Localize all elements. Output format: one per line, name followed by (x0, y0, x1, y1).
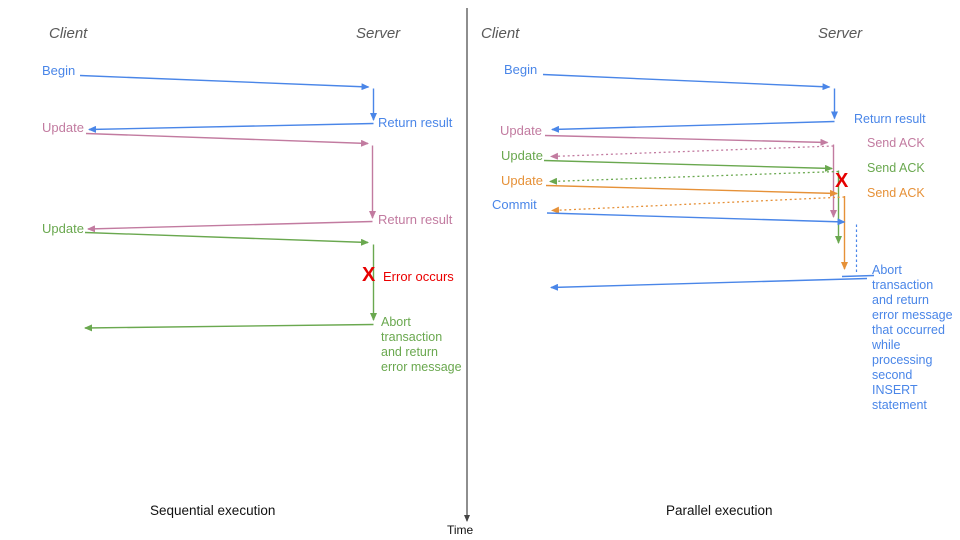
left-update1-request-arrow (85, 132, 369, 147)
right-begin-request-arrow (542, 73, 831, 91)
right-update-2-label: Update (501, 148, 543, 163)
right-update2-request-arrow (543, 159, 833, 172)
right-error-x-icon: X (835, 170, 849, 192)
left-abort-message: Abort transaction and return error messa… (381, 315, 462, 374)
right-update-1-label: Update (500, 123, 542, 138)
right-commit-label: Commit (492, 197, 537, 212)
left-server-header: Server (356, 25, 401, 42)
left-abort-return-arrow (84, 323, 374, 332)
right-send-ack-3-label: Send ACK (867, 186, 925, 200)
right-ack1-return-arrow (550, 145, 834, 160)
right-abort-event-line (841, 274, 875, 278)
left-client-header: Client (49, 25, 88, 42)
right-update-3-label: Update (501, 173, 543, 188)
sequential-execution-caption: Sequential execution (150, 503, 276, 518)
right-begin-label: Begin (504, 62, 538, 77)
left-update2-request-arrow (84, 231, 369, 246)
left-return-result-2-arrow (87, 220, 373, 233)
right-ack2-return-arrow (549, 170, 839, 185)
left-error-x-icon: X (362, 264, 376, 286)
right-return-result-arrow (551, 120, 835, 133)
parallel-execution-caption: Parallel execution (666, 503, 773, 518)
right-server-header: Server (818, 25, 863, 42)
right-update3-request-arrow (545, 184, 838, 197)
right-send-ack-2-label: Send ACK (867, 161, 925, 175)
left-return-result-2-label: Return result (378, 212, 453, 227)
left-error-occurs-label: Error occurs (383, 269, 454, 284)
left-update-1-label: Update (42, 120, 84, 135)
right-client-header: Client (481, 25, 520, 42)
left-update-2-label: Update (42, 221, 84, 236)
time-axis-label: Time (447, 523, 474, 537)
left-return-result-1-label: Return result (378, 115, 453, 130)
right-commit-request-arrow (546, 212, 846, 226)
left-return-result-1-arrow (88, 122, 374, 133)
right-abort-message: Abort transaction and return error messa… (872, 263, 953, 412)
right-ack3-return-arrow (551, 196, 845, 214)
right-send-ack-1-label: Send ACK (867, 136, 925, 150)
right-return-result-label: Return result (854, 112, 926, 126)
left-begin-request-arrow (79, 74, 370, 91)
right-update1-request-arrow (544, 134, 829, 146)
left-begin-label: Begin (42, 63, 76, 78)
right-abort-return-arrow (550, 277, 868, 291)
